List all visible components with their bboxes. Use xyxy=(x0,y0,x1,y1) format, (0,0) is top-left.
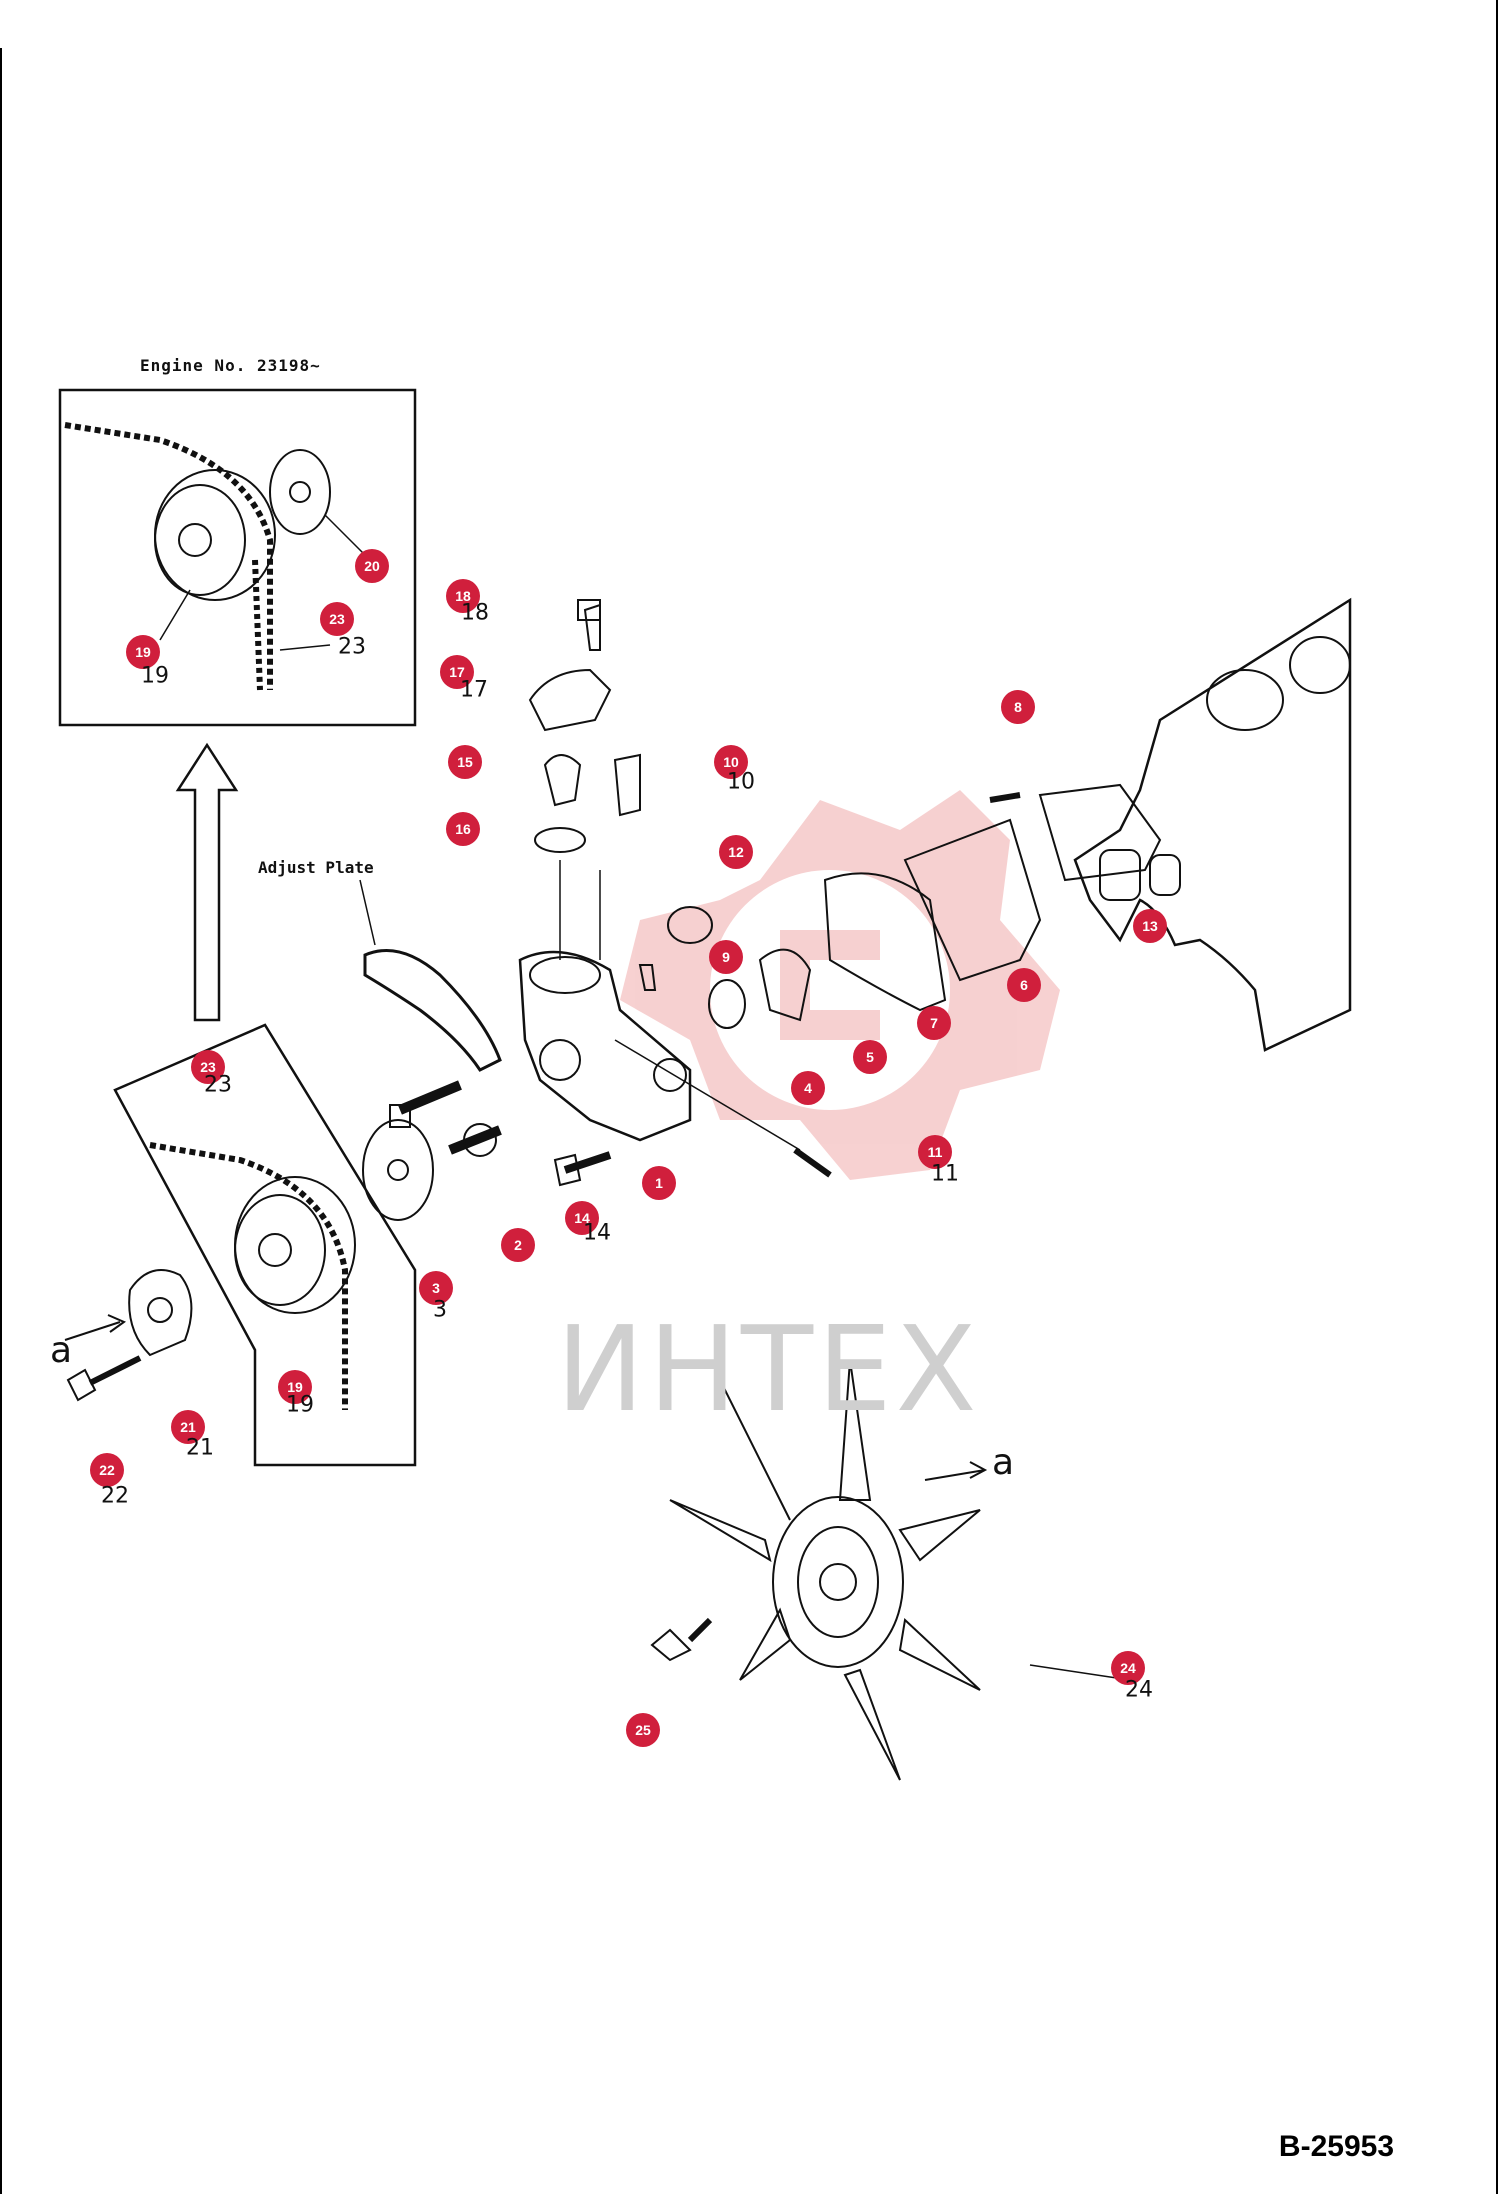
callout-number: 3 xyxy=(433,1297,447,1323)
callout-number: 21 xyxy=(186,1435,214,1461)
frame-left-line xyxy=(0,48,2,2194)
watermark-gear xyxy=(620,790,1060,1180)
part-marker[interactable]: 11 xyxy=(918,1135,952,1169)
part-marker[interactable]: 13 xyxy=(1133,909,1167,943)
part-marker[interactable]: 2 xyxy=(501,1228,535,1262)
part-marker[interactable]: 23 xyxy=(191,1050,225,1084)
arrow-letter-right: a xyxy=(992,1442,1015,1483)
callout-number: 11 xyxy=(931,1161,959,1187)
part-marker[interactable]: 7 xyxy=(917,1006,951,1040)
part-marker[interactable]: 6 xyxy=(1007,968,1041,1002)
part-marker[interactable]: 17 xyxy=(440,655,474,689)
callout-number: 19 xyxy=(286,1392,314,1418)
part-marker[interactable]: 1 xyxy=(642,1166,676,1200)
part-marker[interactable]: 8 xyxy=(1001,690,1035,724)
part-marker[interactable]: 18 xyxy=(446,579,480,613)
diagram-code: B-25953 xyxy=(1278,2130,1394,2163)
up-arrow xyxy=(175,742,239,1022)
part-marker[interactable]: 24 xyxy=(1111,1651,1145,1685)
arrow-letter-left: a xyxy=(50,1330,73,1371)
callout-number: 19 xyxy=(141,663,169,689)
frame-right-line xyxy=(1496,0,1498,2194)
callout-number: 24 xyxy=(1125,1677,1153,1703)
part-marker[interactable]: 19 xyxy=(278,1370,312,1404)
part-marker[interactable]: 20 xyxy=(355,549,389,583)
part-marker[interactable]: 21 xyxy=(171,1410,205,1444)
callout-number: 17 xyxy=(460,677,488,703)
watermark: ИНТЕХ xyxy=(556,1300,981,1438)
callout-number: 18 xyxy=(461,600,489,626)
part-marker[interactable]: 15 xyxy=(448,745,482,779)
part-marker[interactable]: 23 xyxy=(320,602,354,636)
part-marker[interactable]: 3 xyxy=(419,1271,453,1305)
callout-number: 23 xyxy=(338,634,366,660)
part-marker[interactable]: 25 xyxy=(626,1713,660,1747)
callout-number: 14 xyxy=(583,1220,611,1246)
part-marker[interactable]: 19 xyxy=(126,635,160,669)
part-marker[interactable]: 5 xyxy=(853,1040,887,1074)
part-marker[interactable]: 4 xyxy=(791,1071,825,1105)
part-marker[interactable]: 9 xyxy=(709,940,743,974)
inset-box-top xyxy=(58,388,417,727)
inset-box-lower xyxy=(113,1023,417,1467)
part-marker[interactable]: 10 xyxy=(714,745,748,779)
callout-number: 10 xyxy=(727,769,755,795)
adjust-plate-label: Adjust Plate xyxy=(258,858,374,877)
part-marker[interactable]: 12 xyxy=(719,835,753,869)
callout-number: 22 xyxy=(101,1483,129,1509)
part-marker[interactable]: 22 xyxy=(90,1453,124,1487)
callout-number: 23 xyxy=(204,1072,232,1098)
part-marker[interactable]: 16 xyxy=(446,812,480,846)
part-marker[interactable]: 14 xyxy=(565,1201,599,1235)
inset-title: Engine No. 23198~ xyxy=(140,356,321,375)
